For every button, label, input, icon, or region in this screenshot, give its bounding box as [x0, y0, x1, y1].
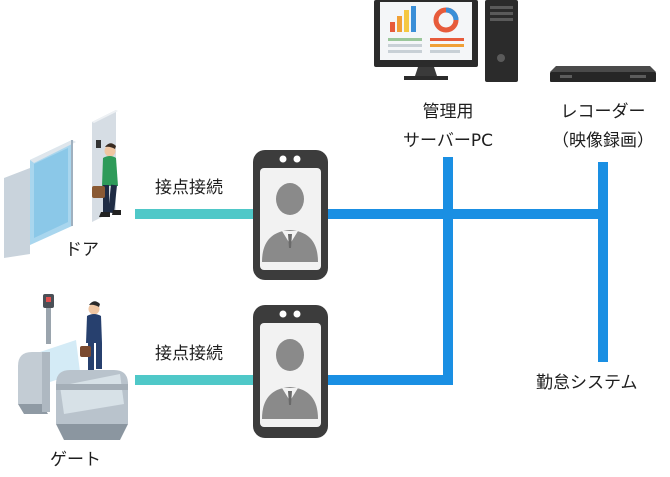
contact-connection-label-top: 接点接続 [155, 178, 223, 198]
network-line-bottom [326, 375, 453, 385]
network-line-server [443, 157, 453, 385]
attendance-system-label: 勤怠システム [536, 373, 638, 393]
server-label: 管理用 サーバーPC [370, 100, 526, 153]
video-recorder-icon [550, 66, 656, 82]
server-label-line2: サーバーPC [403, 131, 493, 151]
network-line-top [326, 209, 608, 219]
network-line-recorder [598, 162, 608, 362]
contact-line-gate [135, 375, 255, 385]
desktop-pc-icon [374, 0, 518, 82]
face-terminal-top [253, 150, 328, 280]
contact-line-door [135, 209, 255, 219]
door-with-person-icon [4, 110, 121, 258]
face-avatar-icon [262, 183, 318, 262]
recorder-label-line2: （映像録画） [552, 131, 654, 151]
contact-connections [135, 209, 255, 385]
recorder-label: レコーダー （映像録画） [540, 100, 666, 153]
face-avatar-icon [262, 339, 318, 419]
gate-label: ゲート [50, 450, 101, 470]
face-terminal-bottom [253, 305, 328, 438]
recorder-label-line1: レコーダー [560, 102, 646, 122]
door-label: ドア [65, 240, 99, 260]
contact-connection-label-bottom: 接点接続 [155, 344, 223, 364]
network-connections [326, 157, 608, 385]
server-label-line1: 管理用 [422, 102, 474, 122]
security-gate-with-person-icon [18, 294, 128, 440]
